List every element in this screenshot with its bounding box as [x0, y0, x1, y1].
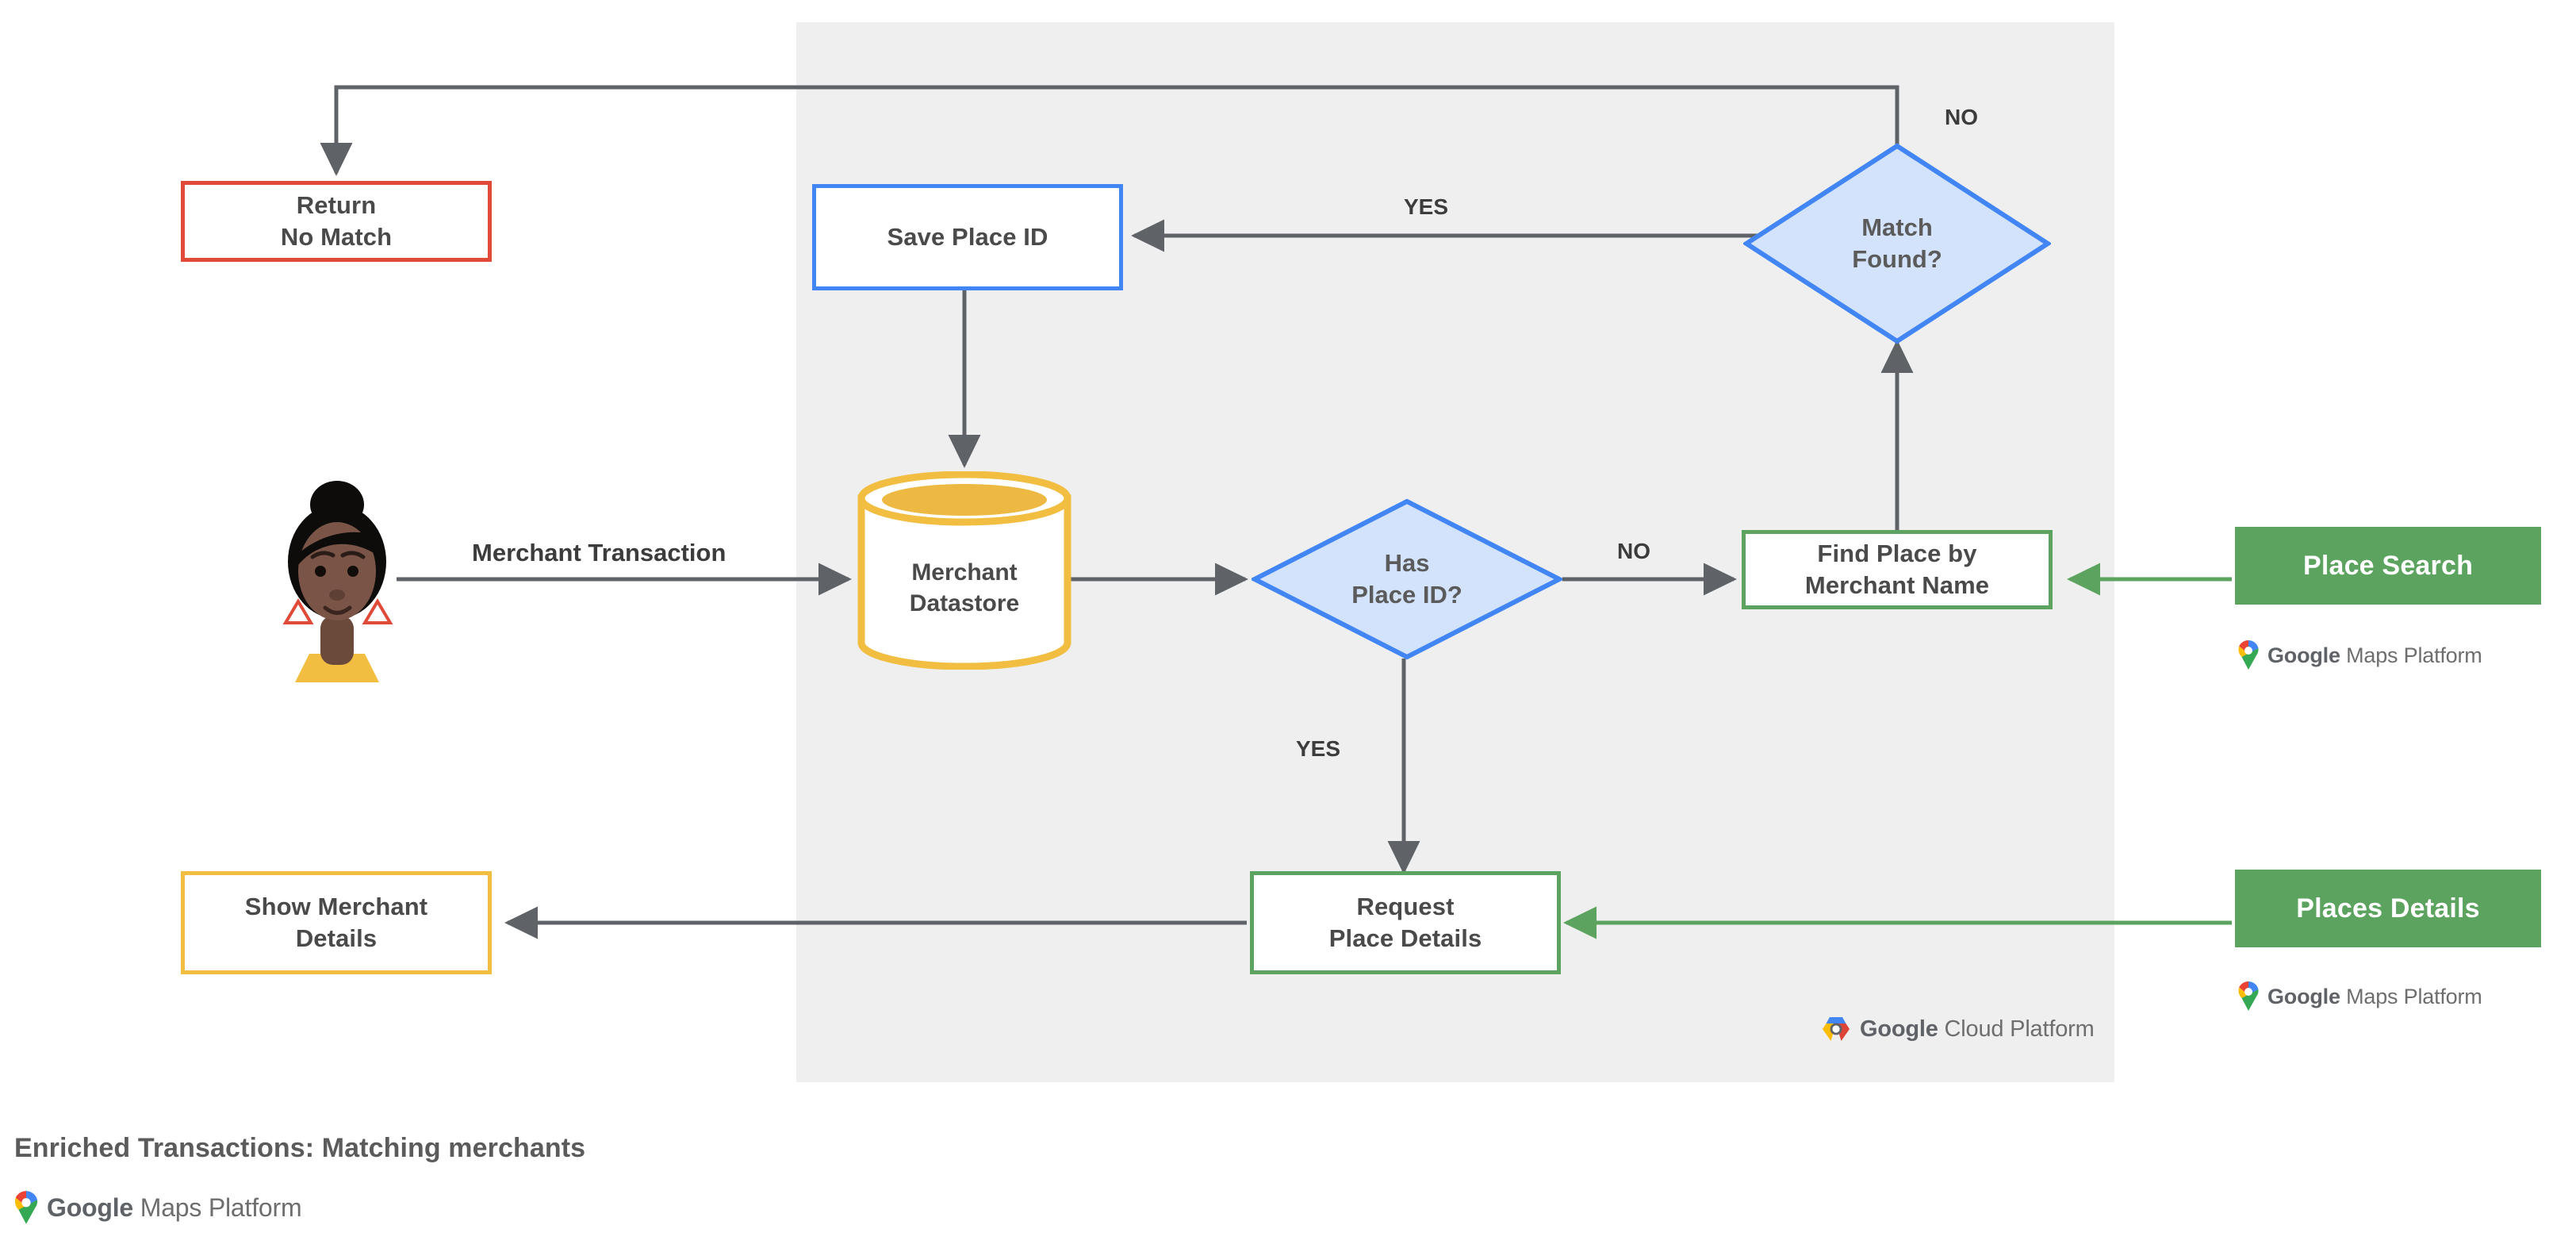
footer-brand-text: Google Maps Platform [47, 1193, 302, 1222]
node-match-found[interactable] [1743, 143, 2051, 344]
edge-label-merchant-transaction: Merchant Transaction [472, 539, 726, 566]
google-maps-pin-icon [2238, 640, 2259, 670]
node-has-place-id[interactable] [1252, 498, 1562, 660]
google-cloud-platform-badge: Google Cloud Platform [1821, 1016, 2095, 1043]
node-show-merchant-details[interactable]: Show Merchant Details [181, 871, 492, 974]
google-maps-pin-icon [2238, 981, 2259, 1011]
node-return-no-match[interactable]: Return No Match [181, 181, 492, 262]
node-save-place-id[interactable]: Save Place ID [812, 184, 1123, 290]
google-cloud-platform-text: Google Cloud Platform [1860, 1016, 2095, 1042]
maps-platform-brand-text: Google Maps Platform [2267, 984, 2482, 1008]
node-find-place-label: Find Place by Merchant Name [1804, 540, 1990, 599]
edge-label-match-found-yes: YES [1404, 194, 1449, 219]
button-place-search-label: Place Search [2302, 550, 2474, 581]
node-save-place-id-label: Save Place ID [887, 223, 1048, 252]
google-maps-pin-icon [14, 1191, 38, 1224]
maps-platform-brand-text: Google Maps Platform [2267, 643, 2482, 667]
node-find-place-by-merchant-name[interactable]: Find Place by Merchant Name [1742, 530, 2053, 609]
node-return-no-match-label: Return No Match [280, 191, 393, 251]
button-place-search[interactable]: Place Search [2235, 527, 2541, 605]
maps-platform-brand-place-search: Google Maps Platform [2237, 639, 2482, 671]
node-show-merchant-details-label: Show Merchant Details [244, 893, 428, 952]
button-places-details-label: Places Details [2296, 893, 2480, 924]
google-cloud-hexagon-icon [1823, 1017, 1850, 1041]
edge-label-has-place-id-no: NO [1617, 539, 1650, 563]
node-merchant-datastore-label: Merchant Datastore [909, 559, 1020, 616]
edge-label-has-place-id-yes: YES [1296, 736, 1341, 761]
node-request-place-details-label: Request Place Details [1328, 893, 1482, 952]
maps-platform-brand-places-details: Google Maps Platform [2237, 981, 2482, 1012]
edge-label-match-found-no: NO [1945, 105, 1978, 129]
button-places-details[interactable]: Places Details [2235, 870, 2541, 947]
customer-avatar [282, 481, 393, 682]
node-merchant-datastore[interactable] [855, 471, 1074, 670]
node-request-place-details[interactable]: Request Place Details [1250, 871, 1561, 974]
footer-maps-platform-brand: Google Maps Platform [13, 1190, 302, 1226]
diagram-caption: Enriched Transactions: Matching merchant… [14, 1133, 586, 1163]
